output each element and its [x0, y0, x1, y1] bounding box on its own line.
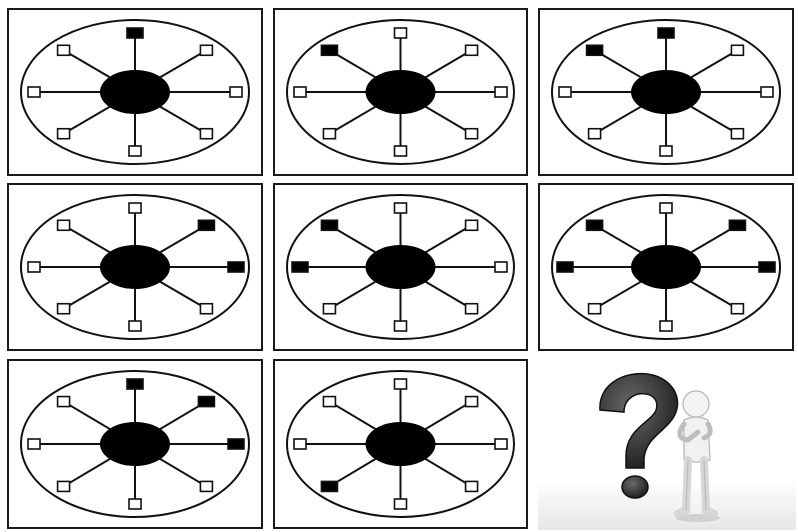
marker-top-left-empty	[58, 397, 70, 407]
marker-top-right-empty	[466, 45, 478, 55]
center-hub	[100, 245, 170, 289]
marker-bottom-empty	[395, 146, 407, 156]
marker-top-right-filled	[198, 220, 214, 230]
marker-top-left-empty	[323, 397, 335, 407]
center-hub	[366, 245, 436, 289]
marker-bottom-left-empty	[323, 304, 335, 314]
marker-top-right-empty	[200, 45, 212, 55]
puzzle-cell-6	[538, 183, 794, 351]
marker-top-filled	[127, 379, 143, 389]
marker-right-empty	[495, 262, 507, 272]
marker-bottom-right-empty	[200, 304, 212, 314]
wheel-diagram	[275, 185, 526, 349]
marker-top-empty	[129, 203, 141, 213]
center-hub	[366, 422, 436, 466]
wheel-diagram	[540, 10, 792, 174]
marker-left-empty	[28, 87, 40, 97]
marker-left-empty	[28, 439, 40, 449]
wheel-diagram	[275, 10, 526, 174]
marker-left-empty	[294, 439, 306, 449]
marker-top-filled	[127, 28, 143, 38]
marker-top-left-filled	[321, 220, 337, 230]
marker-top-right-empty	[466, 397, 478, 407]
marker-top-empty	[660, 203, 672, 213]
wheel-diagram	[9, 10, 261, 174]
marker-top-filled	[658, 28, 674, 38]
marker-top-left-empty	[58, 45, 70, 55]
marker-right-empty	[230, 87, 242, 97]
marker-left-filled	[557, 262, 573, 272]
marker-top-left-empty	[58, 220, 70, 230]
marker-bottom-right-empty	[200, 129, 212, 139]
marker-top-empty	[395, 28, 407, 38]
puzzle-cell-1	[7, 8, 263, 176]
marker-right-empty	[761, 87, 773, 97]
center-hub	[366, 70, 436, 114]
marker-right-empty	[495, 439, 507, 449]
wheel-diagram	[9, 185, 261, 349]
marker-bottom-left-empty	[589, 129, 601, 139]
marker-bottom-left-empty	[58, 129, 70, 139]
puzzle-cell-3	[538, 8, 794, 176]
puzzle-cell-2	[273, 8, 528, 176]
marker-left-empty	[294, 87, 306, 97]
wheel-diagram	[9, 361, 261, 527]
marker-bottom-empty	[395, 499, 407, 509]
puzzle-cell-7	[7, 359, 263, 529]
marker-bottom-left-filled	[321, 481, 337, 491]
marker-bottom-left-empty	[58, 481, 70, 491]
marker-bottom-right-empty	[731, 129, 743, 139]
marker-left-empty	[28, 262, 40, 272]
marker-bottom-right-empty	[466, 481, 478, 491]
marker-bottom-empty	[660, 146, 672, 156]
puzzle-cell-5	[273, 183, 528, 351]
marker-bottom-right-empty	[731, 304, 743, 314]
marker-top-left-filled	[587, 45, 603, 55]
marker-top-left-filled	[587, 220, 603, 230]
wheel-diagram	[275, 361, 526, 527]
marker-right-filled	[228, 439, 244, 449]
marker-top-empty	[395, 379, 407, 389]
marker-top-right-empty	[466, 220, 478, 230]
marker-top-right-filled	[198, 397, 214, 407]
marker-bottom-right-empty	[466, 129, 478, 139]
center-hub	[631, 70, 701, 114]
marker-top-empty	[395, 203, 407, 213]
answer-slot	[538, 360, 796, 530]
marker-bottom-empty	[129, 146, 141, 156]
question-mark-figure-icon	[538, 360, 796, 530]
marker-bottom-right-empty	[200, 481, 212, 491]
wheel-diagram	[540, 185, 792, 349]
puzzle-cell-4	[7, 183, 263, 351]
marker-right-filled	[228, 262, 244, 272]
marker-top-right-filled	[729, 220, 745, 230]
puzzle-cell-8	[273, 359, 528, 529]
center-hub	[100, 70, 170, 114]
marker-bottom-left-empty	[58, 304, 70, 314]
marker-right-filled	[759, 262, 775, 272]
center-hub	[631, 245, 701, 289]
marker-bottom-empty	[129, 499, 141, 509]
marker-bottom-empty	[395, 321, 407, 331]
marker-left-empty	[559, 87, 571, 97]
marker-top-right-empty	[731, 45, 743, 55]
marker-left-filled	[292, 262, 308, 272]
marker-bottom-right-empty	[466, 304, 478, 314]
center-hub	[100, 422, 170, 466]
marker-right-empty	[495, 87, 507, 97]
marker-bottom-empty	[660, 321, 672, 331]
marker-bottom-left-empty	[323, 129, 335, 139]
marker-top-left-filled	[321, 45, 337, 55]
marker-bottom-left-empty	[589, 304, 601, 314]
marker-bottom-empty	[129, 321, 141, 331]
